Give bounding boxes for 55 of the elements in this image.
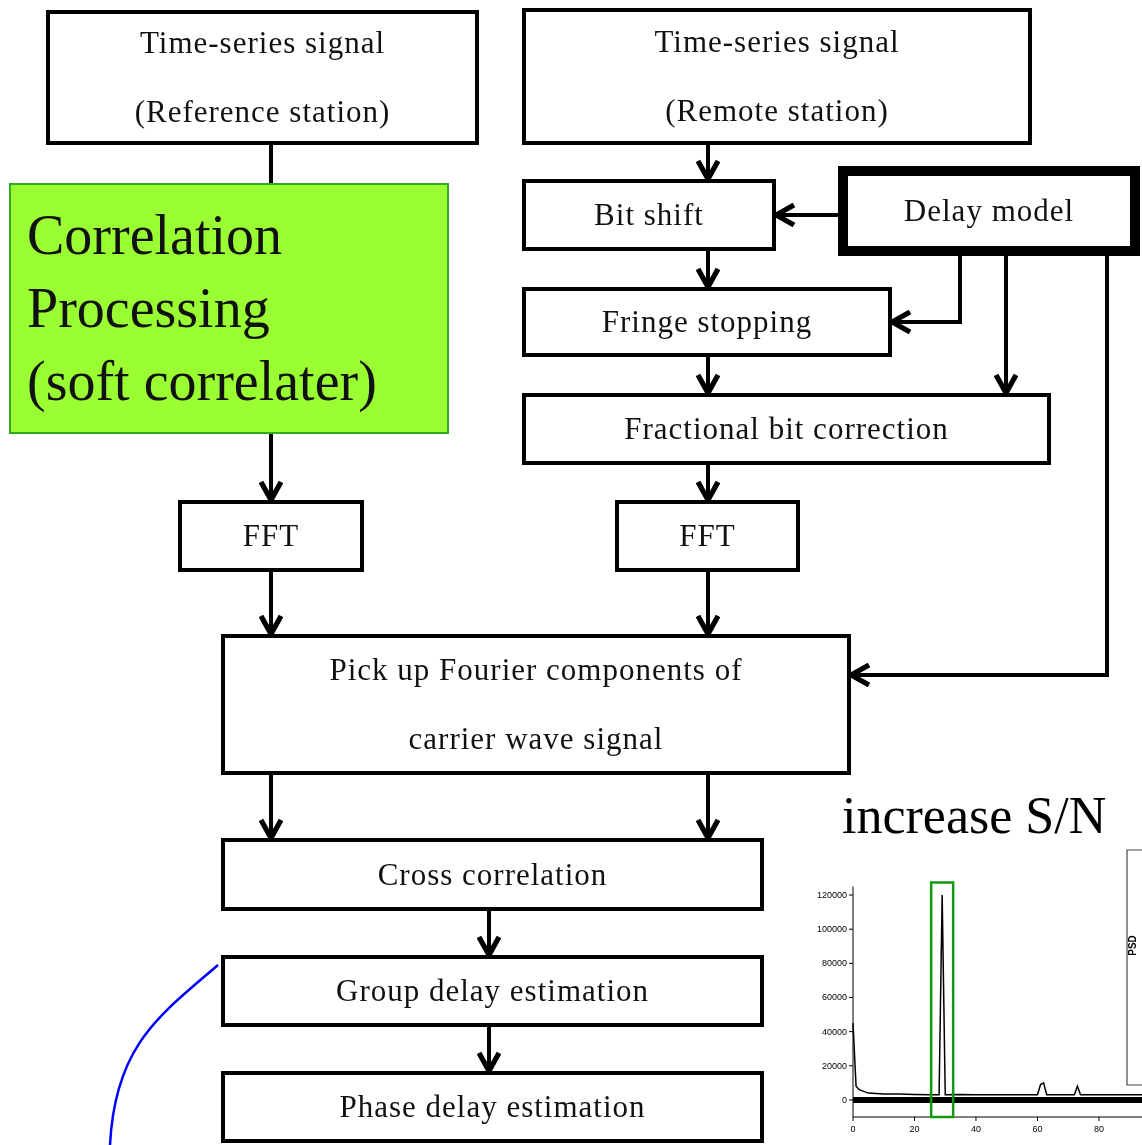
arrow — [695, 775, 721, 841]
box-label: Time-series signal (Remote station) — [653, 23, 901, 130]
tick-label: 40000 — [821, 1026, 847, 1037]
tick-label: 0 — [850, 1124, 856, 1134]
arrow — [695, 251, 721, 290]
connector-line — [269, 145, 273, 183]
arrow — [695, 572, 721, 637]
tick-label: 20 — [909, 1124, 920, 1134]
tick-label: 20000 — [821, 1060, 847, 1071]
box-label: Time-series signal (Reference station) — [133, 24, 392, 131]
tick-label: 100000 — [816, 924, 847, 935]
process-box — [221, 634, 851, 775]
box-label: Bit shift — [594, 196, 704, 234]
arrow — [476, 1027, 502, 1074]
connector-line — [108, 964, 219, 1145]
process-box — [178, 500, 364, 572]
box-label: Delay model — [903, 192, 1075, 230]
process-box — [221, 1071, 764, 1143]
axis-title: PSD — [1126, 935, 1138, 956]
tick-label: 40 — [970, 1124, 981, 1134]
arrow — [695, 145, 721, 182]
box-label: Phase delay estimation — [339, 1088, 646, 1126]
box-label: Fractional bit correction — [624, 410, 949, 448]
box-label: FFT — [242, 517, 300, 555]
tick-label: 80 — [1093, 1124, 1104, 1134]
process-box — [522, 8, 1032, 145]
title-panel — [9, 183, 449, 434]
tick-label: 60 — [1032, 1124, 1043, 1134]
process-box — [522, 393, 1051, 465]
tick-label: 0 — [842, 1094, 847, 1105]
box-label: Correlation Processing — [27, 203, 284, 342]
box-label: Pick up Fourier components of carrier wave signal — [328, 651, 744, 758]
arrow — [258, 775, 284, 841]
arrow — [695, 357, 721, 396]
tick-label: 120000 — [816, 890, 847, 901]
arrow — [258, 572, 284, 637]
process-box — [615, 500, 800, 572]
annotation-text: increase S/N — [842, 790, 1107, 842]
arrow — [258, 434, 284, 503]
process-box — [46, 10, 479, 145]
process-box — [838, 166, 1140, 256]
box-label: Cross correlation — [377, 855, 608, 894]
tick-label: 80000 — [821, 958, 847, 969]
process-box — [522, 287, 892, 357]
process-box — [221, 838, 764, 911]
arrow — [695, 465, 721, 503]
box-label: (soft correlater) — [27, 348, 377, 414]
process-box — [522, 179, 776, 251]
process-box — [221, 955, 764, 1027]
box-label: FFT — [679, 517, 736, 555]
tick-label: 60000 — [821, 992, 847, 1003]
box-label: Fringe stopping — [601, 303, 813, 341]
arrow — [993, 256, 1019, 396]
arrow — [476, 911, 502, 958]
box-label: Group delay estimation — [336, 972, 649, 1010]
